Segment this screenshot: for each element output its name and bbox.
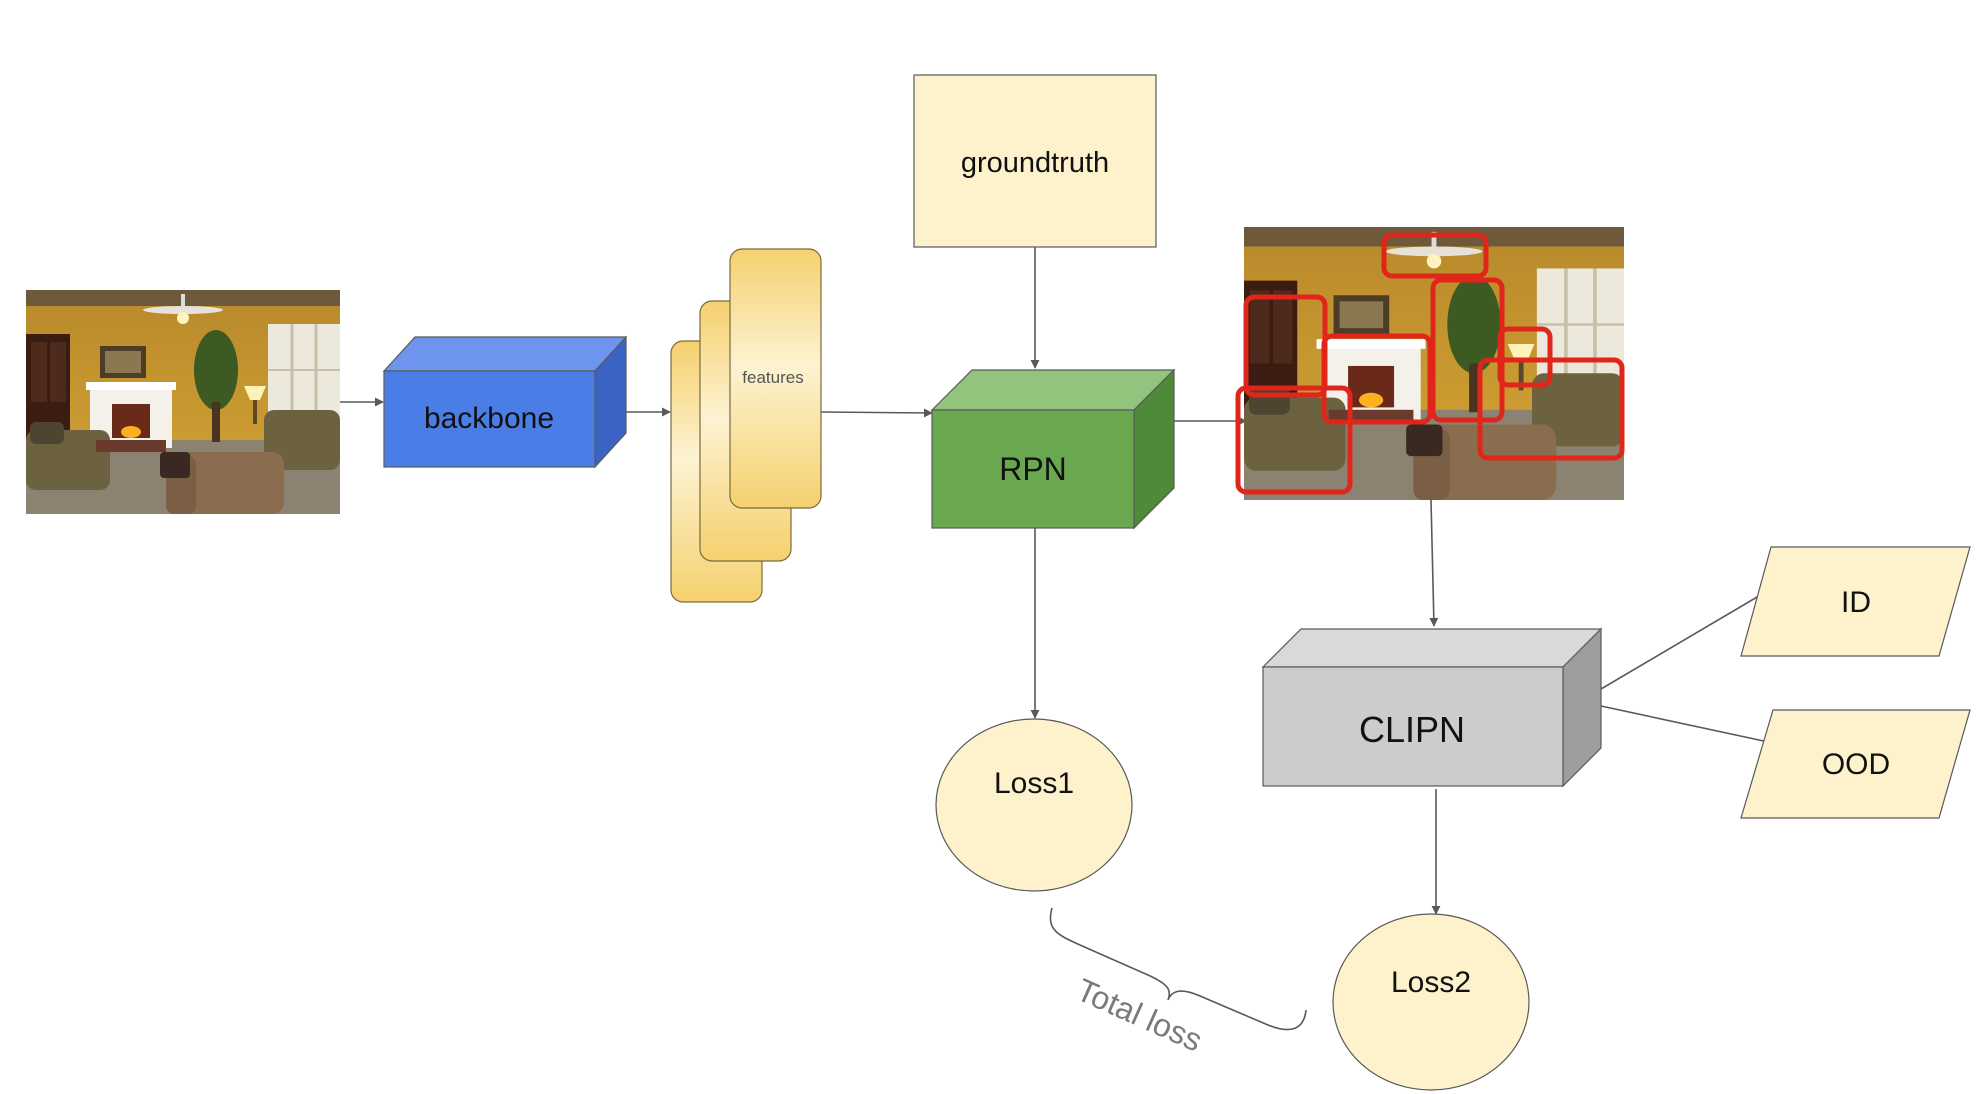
detection-box (1381, 232, 1489, 279)
total-loss-label: Total loss (1071, 971, 1208, 1058)
groundtruth-label: groundtruth (961, 147, 1109, 179)
rpn-label: RPN (999, 451, 1067, 487)
output-image (1235, 227, 1625, 500)
backbone-label: backbone (424, 402, 554, 435)
total-loss-brace (1049, 907, 1307, 1031)
ood-label: OOD (1822, 748, 1890, 781)
detection-boxes (1235, 232, 1625, 495)
edge-clipn-to-ood (1600, 705, 1774, 746)
ood-output (1740, 709, 1971, 819)
detection-box (1497, 326, 1553, 388)
features-label: features (742, 368, 803, 387)
edge-output-to-clipn (1429, 499, 1439, 627)
groundtruth-box (913, 74, 1157, 248)
features-stack (670, 248, 822, 603)
input-image (26, 290, 340, 514)
clipn-block (1261, 627, 1603, 788)
id-label: ID (1841, 586, 1871, 619)
edge-features-to-rpn (819, 408, 933, 418)
edge-clipn-to-id (1600, 589, 1770, 690)
loss1-node (935, 718, 1133, 892)
detection-box (1321, 333, 1433, 425)
rpn-block (930, 368, 1176, 530)
detection-box (1477, 357, 1625, 461)
id-output (1740, 546, 1971, 657)
loss1-label: Loss1 (994, 767, 1074, 800)
loss2-node (1332, 913, 1530, 1091)
backbone-block (382, 335, 628, 469)
loss2-label: Loss2 (1391, 966, 1471, 999)
detection-box (1235, 385, 1353, 495)
edges (340, 247, 1774, 915)
clipn-label: CLIPN (1359, 709, 1465, 750)
